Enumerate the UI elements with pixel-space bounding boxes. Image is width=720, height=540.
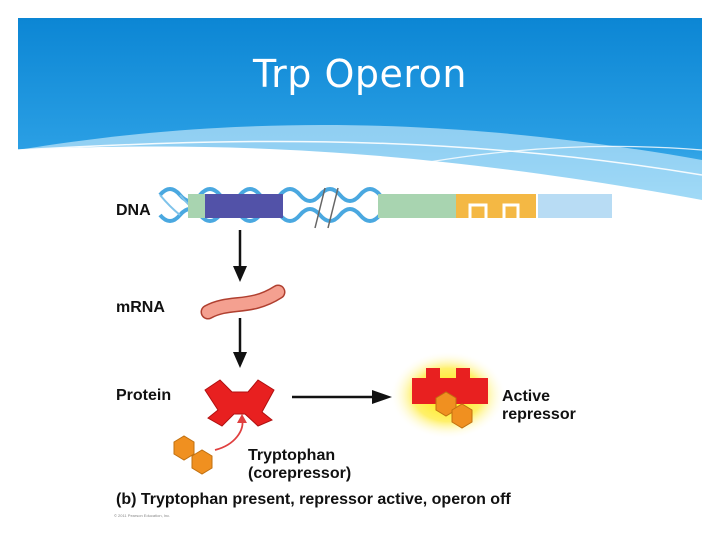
mrna-label: mRNA xyxy=(116,299,165,316)
tryptophan-label-line2: (corepressor) xyxy=(248,465,352,482)
binding-arrow xyxy=(214,414,247,451)
dna-strand xyxy=(158,187,612,229)
tryptophan-label-line1: Tryptophan xyxy=(248,447,336,464)
copyright-text: © 2011 Pearson Education, Inc. xyxy=(114,513,171,518)
trp-gene-segment xyxy=(538,194,612,218)
tryptophan-molecules xyxy=(173,435,213,475)
arrow-to-active-repressor xyxy=(292,390,392,404)
trpR-gene xyxy=(205,194,283,218)
slide-title: Trp Operon xyxy=(253,52,467,96)
figure-caption: (b) Tryptophan present, repressor active… xyxy=(116,491,511,508)
dna-label: DNA xyxy=(116,202,151,219)
active-repressor-label-line1: Active xyxy=(502,388,551,405)
operator-segment xyxy=(456,194,536,218)
active-repressor-complex xyxy=(390,351,506,439)
arrow-mrna-to-protein xyxy=(233,318,247,368)
repressor-protein xyxy=(204,379,275,427)
arrow-dna-to-mrna xyxy=(233,230,247,282)
mrna-strand xyxy=(200,284,286,320)
promoter-segment xyxy=(378,194,456,218)
operator-left-segment xyxy=(188,194,206,218)
protein-label: Protein xyxy=(116,387,172,404)
active-repressor-label-line2: repressor xyxy=(502,406,576,423)
